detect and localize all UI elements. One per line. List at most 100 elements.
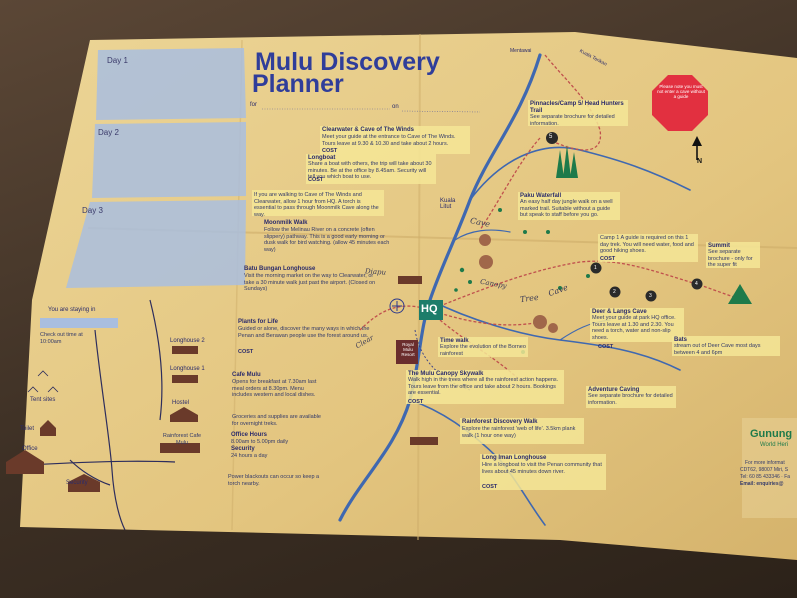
route-number-4: 4: [695, 281, 698, 287]
adventure-heading: Adventure Caving: [588, 387, 640, 393]
timewalk-heading: Time walk: [440, 338, 469, 344]
route-number-markers: [546, 132, 703, 302]
walking-box: [252, 190, 384, 216]
bats-heading: Bats: [674, 337, 688, 343]
longboat-cost: COST: [308, 177, 324, 183]
longboat-heading: Longboat: [308, 155, 336, 161]
park-buildings: [6, 346, 200, 492]
day2-box: [92, 122, 246, 198]
adventure-body: See separate brochure for detailed infor…: [588, 393, 673, 406]
longboat-box: [306, 154, 436, 184]
canopy-heading: The Mulu Canopy Skywalk: [408, 371, 484, 377]
office-hours-heading: Office Hours: [231, 432, 268, 438]
hq-marker: [419, 300, 443, 320]
deer-box: [590, 308, 684, 342]
iman-body: Hire a longboat to visit the Penan commu…: [482, 462, 602, 475]
discovery-box: [460, 418, 584, 444]
day3-label: Day 3: [82, 206, 103, 215]
staying-label: You are staying in: [48, 307, 96, 313]
longhouse2-label: Longhouse 2: [170, 338, 205, 344]
route-number-1: 1: [594, 265, 597, 271]
iman-heading: Long Iman Longhouse: [482, 455, 547, 461]
brand-name: Gunung: [750, 428, 793, 440]
bats-body: stream out of Deer Cave most days betwee…: [674, 343, 761, 356]
tent-sites-label: Tent sites: [30, 397, 56, 403]
summit-body: See separate brochure - only for the sup…: [708, 249, 753, 268]
camp1-box: [598, 234, 698, 262]
discovery-body: Explore the rainforest 'web of life'. 3.…: [462, 426, 576, 439]
summit-icon: [728, 284, 752, 304]
longhouse1-label: Longhouse 1: [170, 366, 205, 372]
day1-box: [96, 48, 246, 120]
contact-line-2: CDT62, 98007 Miri, S: [740, 467, 789, 473]
stop-sign-icon: [652, 75, 708, 131]
batu-heading: Batu Bungan Longhouse: [244, 266, 316, 272]
timewalk-box: [438, 337, 528, 357]
tent-marks: [27, 370, 59, 393]
summit-heading: Summit: [708, 243, 731, 249]
batu-body: Visit the morning market on the way to C…: [244, 273, 376, 292]
groceries-note: Groceries and supplies are available for…: [232, 414, 321, 427]
canopy-box: [406, 370, 564, 404]
contact-line-4: Email: enquiries@: [740, 481, 784, 487]
security-heading: Security: [231, 446, 255, 452]
cave-markers: [479, 234, 558, 333]
camp1-body: Camp 1 A guide is required on this 1 day…: [600, 235, 694, 254]
power-note: Power blackouts can occur so keep a torc…: [228, 474, 320, 487]
clearwater-box: [320, 126, 470, 154]
plants-body: Guided or alone, discover the many ways …: [238, 326, 370, 339]
bats-box: [672, 336, 780, 356]
paku-heading: Paku Waterfall: [520, 193, 562, 199]
planner-title-line1: Mulu Discovery: [255, 48, 440, 76]
cafe-heading: Cafe Mulu: [232, 372, 261, 378]
clearwater-heading: Clearwater & Cave of The Winds: [322, 127, 414, 133]
toilet-label: Toilet: [20, 426, 35, 432]
north-arrow-icon: [692, 136, 702, 160]
day1-label: Day 1: [107, 56, 128, 65]
route-number-5: 5: [549, 134, 553, 140]
canopy-cost: COST: [408, 399, 424, 405]
longhouse-icons: [398, 276, 438, 445]
contact-line-1: For more informat: [745, 460, 785, 466]
moonmilk-heading: Moonmilk Walk: [264, 220, 308, 226]
paku-body: An easy half day jungle walk on a well m…: [520, 199, 613, 218]
security-label: Security: [66, 480, 88, 486]
route-number-3: 3: [649, 293, 652, 299]
office-label: Office: [22, 446, 38, 452]
airport-icon: [389, 298, 405, 314]
cafe-body: Opens for breakfast at 7.30am last meal …: [232, 379, 317, 398]
walking-body: If you are walking to Cave of The Winds …: [254, 192, 379, 218]
plants-heading: Plants for Life: [238, 319, 279, 325]
pinnacles-icon: [556, 145, 578, 178]
day2-label: Day 2: [98, 128, 119, 137]
clearwater-cost: COST: [322, 148, 338, 154]
day3-box: [66, 200, 246, 288]
for-label: for: [250, 102, 258, 108]
on-label: on: [392, 104, 399, 110]
hostel-label: Hostel: [172, 400, 190, 406]
north-label: N: [697, 158, 703, 165]
deer-cost: COST: [598, 344, 614, 350]
kuala-litut-label: Kuala Litut: [440, 198, 456, 210]
paku-box: [518, 192, 620, 220]
royal-mulu-resort-label: Royal Mulu Resort: [401, 342, 415, 357]
pinnacles-body: See separate brochure for detailed infor…: [530, 114, 615, 127]
checkout-label: Check out time at 10:00am: [40, 332, 83, 345]
deer-heading: Deer & Langs Cave: [592, 309, 647, 315]
route-number-2: 2: [613, 289, 616, 295]
deer-body: Meet your guide at park HQ office. Tours…: [592, 315, 676, 341]
pinnacles-heading: Pinnacles/Camp 5/ Head Hunters Trail: [530, 101, 624, 114]
longboat-body: Share a boat with others, the trip will …: [308, 161, 432, 180]
staying-box: [40, 318, 118, 328]
security-value: 24 hours a day: [231, 453, 268, 459]
adventure-box: [586, 386, 676, 408]
moonmilk-body: Follow the Melinau River on a concrete (…: [264, 227, 390, 253]
rainforest-cafe-label: Rainforest Cafe Mulu: [162, 433, 202, 446]
iman-cost: COST: [482, 484, 498, 490]
camp1-cost: COST: [600, 256, 616, 262]
resort-marker: [396, 340, 418, 364]
canopy-body: Walk high in the trees where all the rai…: [408, 377, 559, 396]
plants-cost: COST: [238, 349, 254, 355]
planner-title-line2: Planner: [252, 70, 344, 98]
